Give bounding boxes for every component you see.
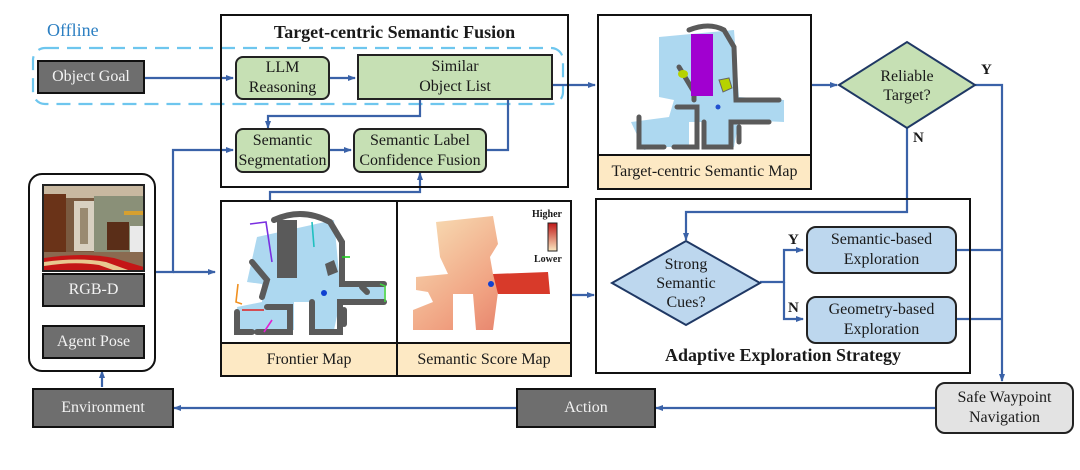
semantic-map-image	[631, 23, 784, 150]
geometry-based-exploration-box: Geometry-based Exploration	[806, 296, 957, 344]
strong-cues-text: Strong Semantic Cues?	[646, 254, 726, 312]
arrow-rgbd-to-seg	[154, 147, 234, 274]
object-goal-box: Object Goal	[37, 60, 145, 94]
frontier-map-caption: Frontier Map	[222, 342, 396, 375]
similar-object-list-box: Similar Object List	[357, 54, 553, 100]
geometry-based-line-2: Exploration	[843, 321, 920, 338]
similar-list-line-1: Similar	[431, 58, 479, 75]
label-confidence-fusion-box: Semantic Label Confidence Fusion	[353, 128, 487, 173]
environment-label: Environment	[61, 399, 145, 416]
legend-lower-label: Lower	[534, 254, 562, 265]
rgbd-box: RGB-D	[42, 273, 145, 307]
reliable-yes-label: Y	[981, 62, 992, 78]
frontier-map-image	[234, 211, 387, 335]
semantic-based-line-1: Semantic-based	[830, 231, 933, 248]
arrow-cues-to-semantic	[760, 247, 804, 284]
arrow-list-to-seg	[265, 100, 422, 129]
llm-reasoning-box: LLM Reasoning	[235, 56, 330, 100]
agent-pose-label: Agent Pose	[56, 333, 131, 350]
offline-region	[31, 46, 565, 106]
maps-divider	[396, 200, 398, 377]
semantic-segmentation-box: Semantic Segmentation	[235, 128, 330, 173]
arrow-no-to-cues	[683, 128, 909, 241]
offline-label: Offline	[47, 20, 99, 40]
fusion-line-2: Confidence Fusion	[359, 151, 481, 169]
rgb-camera-image	[42, 184, 145, 272]
cues-line-2: Semantic	[656, 274, 716, 292]
semantic-map-panel: Target-centric Semantic Map	[597, 14, 812, 190]
strong-cues-diamond	[609, 239, 763, 327]
reliable-target-text: Reliable Target?	[856, 66, 958, 106]
score-map-caption: Semantic Score Map	[398, 342, 570, 375]
semantic-based-line-2: Exploration	[843, 251, 920, 268]
environment-box: Environment	[32, 388, 174, 428]
safe-nav-line-2: Navigation	[968, 409, 1041, 426]
semantic-based-exploration-box: Semantic-based Exploration	[806, 226, 957, 274]
arrow-yes-to-nav	[975, 83, 1005, 382]
reliable-line-2: Target?	[883, 87, 931, 104]
arrow-cues-to-geometry	[782, 282, 804, 322]
fusion-panel-title: Target-centric Semantic Fusion	[273, 22, 516, 42]
agent-pose-box: Agent Pose	[42, 325, 145, 359]
cues-no-label: N	[788, 300, 799, 316]
reliable-line-1: Reliable	[880, 68, 934, 85]
safe-waypoint-navigation-box: Safe Waypoint Navigation	[935, 382, 1074, 434]
rgbd-label: RGB-D	[68, 281, 119, 298]
cues-line-1: Strong	[664, 255, 708, 273]
fusion-line-1: Semantic Label	[370, 131, 470, 149]
reliable-no-label: N	[913, 130, 924, 146]
semantic-map-caption: Target-centric Semantic Map	[599, 154, 810, 188]
cues-line-3: Cues?	[666, 293, 706, 311]
cues-yes-label: Y	[788, 232, 799, 248]
semantic-score-map-image	[413, 216, 558, 330]
llm-reasoning-label: LLM Reasoning	[248, 59, 317, 96]
legend-higher-label: Higher	[532, 209, 562, 220]
reliable-target-diamond	[837, 40, 977, 130]
similar-list-line-2: Object List	[419, 78, 491, 95]
arrow-maps-to-fusion	[268, 172, 423, 200]
geometry-based-line-1: Geometry-based	[828, 301, 935, 318]
exploration-panel: Adaptive Exploration Strategy	[595, 198, 971, 374]
seg-line-1: Semantic	[252, 131, 313, 149]
action-box: Action	[516, 388, 656, 428]
fusion-panel: Target-centric Semantic Fusion	[220, 14, 569, 188]
seg-line-2: Segmentation	[238, 151, 327, 169]
exploration-panel-title: Adaptive Exploration Strategy	[665, 345, 901, 365]
object-goal-label: Object Goal	[52, 68, 130, 85]
action-label: Action	[564, 399, 608, 416]
safe-nav-line-1: Safe Waypoint	[957, 389, 1052, 406]
